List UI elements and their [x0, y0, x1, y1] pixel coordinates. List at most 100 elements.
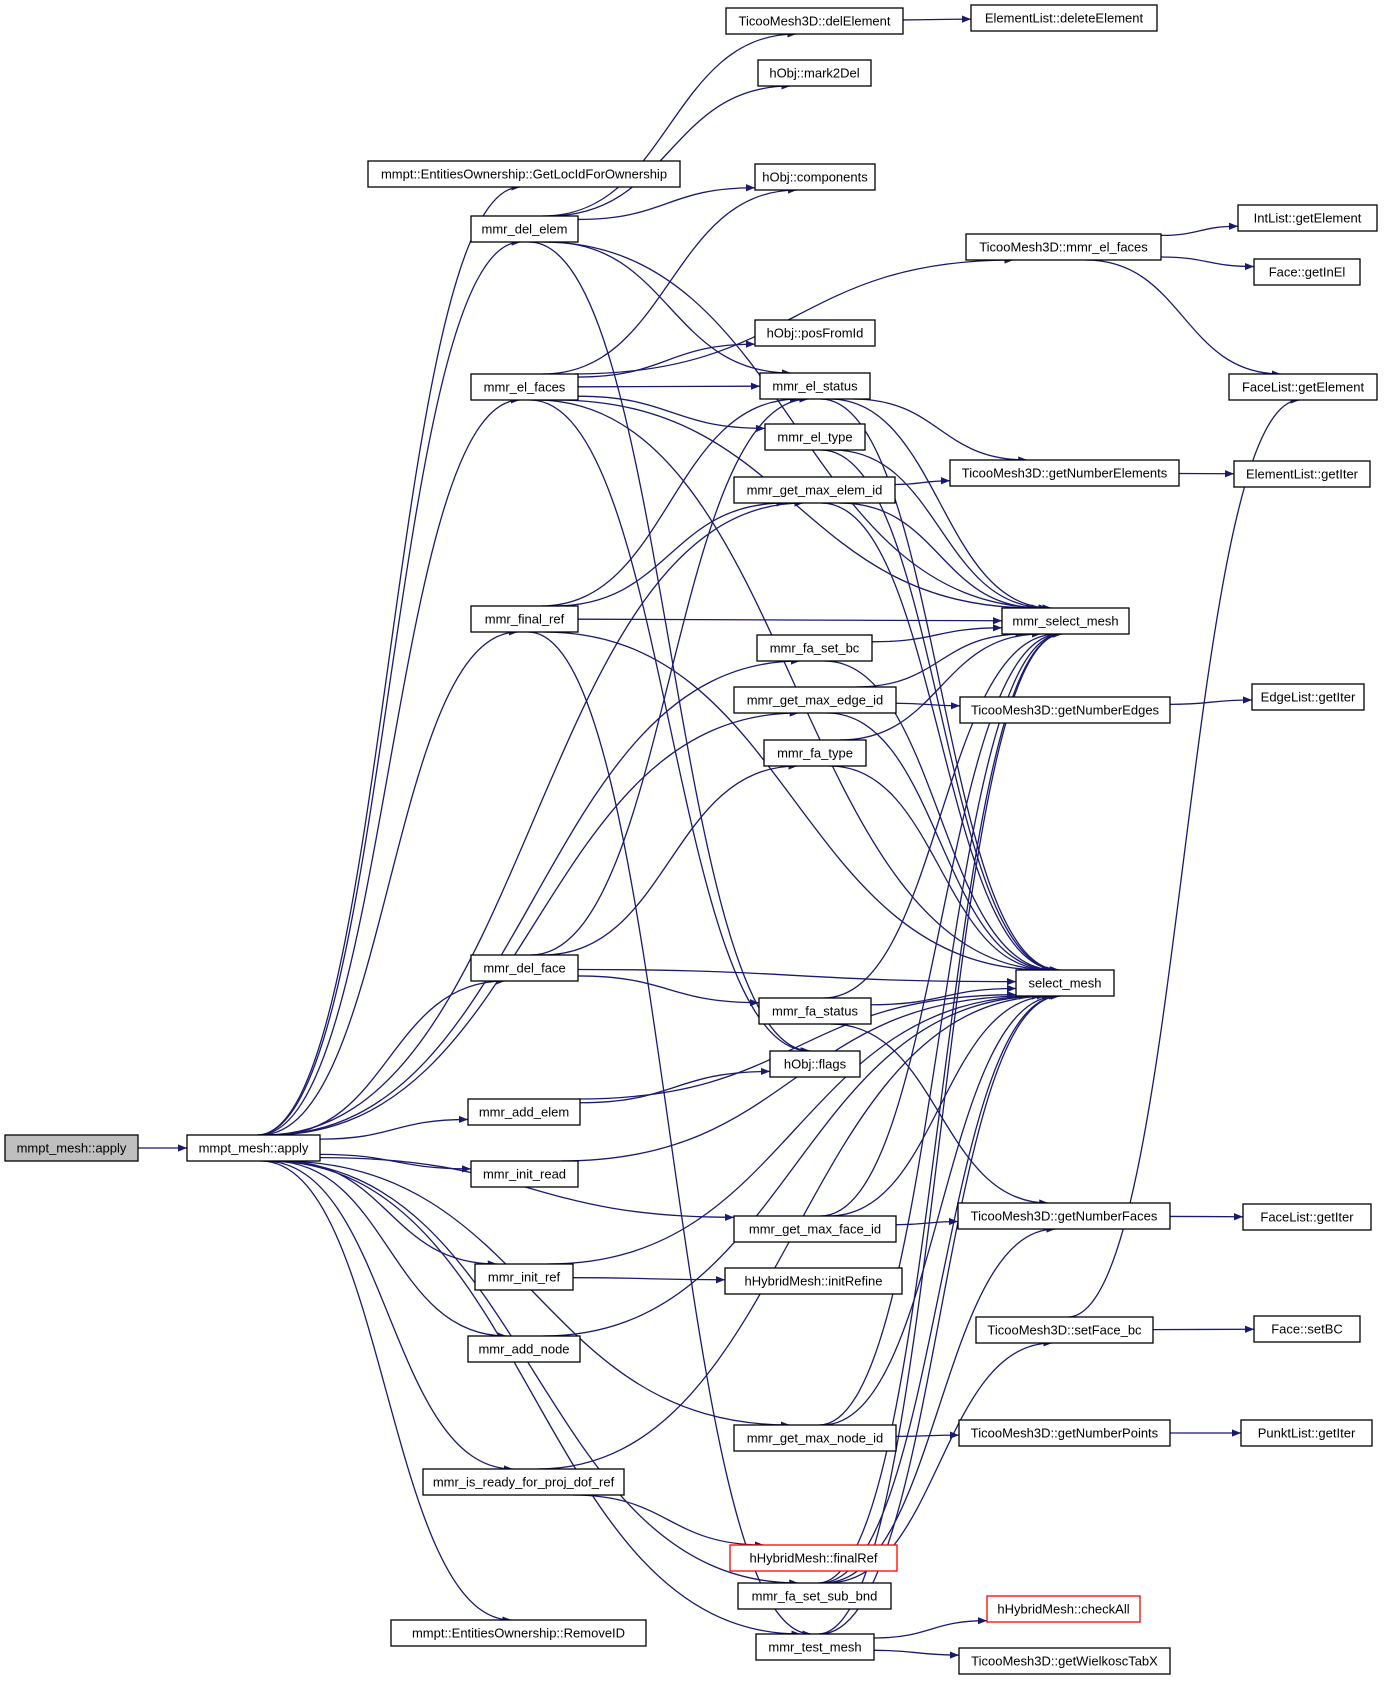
node-fasetsub[interactable]: mmr_fa_set_sub_bnd: [737, 1582, 892, 1610]
node-tsetfacebc[interactable]: TicooMesh3D::setFace_bc: [975, 1316, 1154, 1344]
node-selmesh-box: [1015, 969, 1115, 997]
node-tmmrelfaces-box: [965, 233, 1162, 261]
node-testmesh-label: mmr_test_mesh: [768, 1640, 861, 1655]
node-tgetnumfaces-label: TicooMesh3D::getNumberFaces: [971, 1209, 1158, 1224]
node-maxface-label: mmr_get_max_face_id: [749, 1222, 881, 1237]
node-initref-box: [474, 1263, 574, 1291]
node-eldelete[interactable]: ElementList::deleteElement: [970, 4, 1158, 32]
node-maxnode[interactable]: mmr_get_max_node_id: [733, 1424, 897, 1452]
node-tmmrelfaces-label: TicooMesh3D::mmr_el_faces: [979, 240, 1148, 255]
node-fasetsub-label: mmr_fa_set_sub_bnd: [752, 1589, 878, 1604]
node-fatype[interactable]: mmr_fa_type: [763, 739, 867, 767]
node-elstatus-label: mmr_el_status: [772, 379, 858, 394]
node-facesetbc[interactable]: Face::setBC: [1253, 1315, 1361, 1343]
node-tmmrelfaces[interactable]: TicooMesh3D::mmr_el_faces: [965, 233, 1162, 261]
node-maxface[interactable]: mmr_get_max_face_id: [733, 1215, 897, 1243]
edge-elfaces-to-elstatus: [577, 382, 761, 390]
node-isready[interactable]: mmr_is_ready_for_proj_dof_ref: [422, 1468, 625, 1496]
node-finalref[interactable]: mmr_final_ref: [470, 605, 579, 633]
node-tdelelement[interactable]: TicooMesh3D::delElement: [725, 7, 904, 35]
node-initread[interactable]: mmr_init_read: [470, 1160, 579, 1188]
node-selmesh[interactable]: select_mesh: [1015, 969, 1115, 997]
edge-apply-to-maxnode: [278, 1160, 790, 1429]
node-testmesh[interactable]: mmr_test_mesh: [755, 1633, 875, 1661]
node-removeid[interactable]: mmpt::EntitiesOwnership::RemoveID: [390, 1619, 647, 1647]
node-delelem-label: mmr_del_elem: [482, 222, 568, 237]
node-testmesh-box: [755, 1633, 875, 1661]
node-edgegetiter[interactable]: EdgeList::getIter: [1251, 683, 1365, 711]
node-intgetel-label: IntList::getElement: [1254, 211, 1362, 226]
node-intgetel[interactable]: IntList::getElement: [1237, 204, 1378, 232]
node-edgegetiter-label: EdgeList::getIter: [1261, 690, 1356, 705]
node-addnode[interactable]: mmr_add_node: [467, 1335, 581, 1363]
node-wielkosc[interactable]: TicooMesh3D::getWielkoscTabX: [958, 1647, 1171, 1675]
node-apply[interactable]: mmpt_mesh::apply: [186, 1134, 321, 1162]
node-fastatus[interactable]: mmr_fa_status: [758, 997, 872, 1025]
node-elfaces[interactable]: mmr_el_faces: [470, 373, 579, 401]
node-punktgetiter-label: PunktList::getIter: [1258, 1426, 1356, 1441]
node-checkall[interactable]: hHybridMesh::checkAll: [986, 1595, 1141, 1623]
edge-finalref-to-testmesh: [528, 631, 812, 1638]
node-facelistgetiter-box: [1242, 1203, 1372, 1231]
node-flags[interactable]: hObj::flags: [769, 1050, 861, 1078]
node-punktgetiter[interactable]: PunktList::getIter: [1240, 1419, 1373, 1447]
edge-apply-to-fasetsub: [269, 1160, 799, 1587]
node-selmmr-label: mmr_select_mesh: [1012, 614, 1118, 629]
node-maxelem-box: [733, 476, 896, 504]
edge-apply-to-addelem: [319, 1115, 469, 1140]
edge-elfaces-to-components: [542, 186, 798, 375]
node-facelistgetiter[interactable]: FaceList::getIter: [1242, 1203, 1372, 1231]
node-selmesh-label: select_mesh: [1029, 976, 1102, 991]
edge-apply-to-addnode: [270, 1160, 507, 1340]
node-root[interactable]: mmpt_mesh::apply: [4, 1134, 139, 1162]
edge-apply-to-delelem: [257, 238, 521, 1136]
node-apply-label: mmpt_mesh::apply: [199, 1141, 309, 1156]
edge-tsetfacebc-to-facelistgetel: [1067, 396, 1300, 1318]
node-facelistgetel[interactable]: FaceList::getElement: [1228, 373, 1378, 401]
node-elgetiter[interactable]: ElementList::getIter: [1233, 460, 1371, 488]
node-finalrefh[interactable]: hHybridMesh::finalRef: [729, 1544, 898, 1572]
edge-delelem-to-mark2del: [548, 82, 791, 217]
node-tgetnumfaces-box: [957, 1202, 1171, 1230]
node-facegetinel[interactable]: Face::getInEl: [1253, 258, 1361, 286]
node-apply-box: [186, 1134, 321, 1162]
node-facesetbc-label: Face::setBC: [1271, 1322, 1343, 1337]
node-addelem[interactable]: mmr_add_elem: [467, 1098, 581, 1126]
node-selmmr[interactable]: mmr_select_mesh: [1001, 607, 1130, 635]
node-delelem[interactable]: mmr_del_elem: [470, 215, 579, 243]
node-posfromid[interactable]: hObj::posFromId: [754, 319, 876, 347]
node-tgetnumelem[interactable]: TicooMesh3D::getNumberElements: [949, 459, 1180, 487]
edge-delelem-to-tdelelement: [542, 30, 797, 217]
node-maxedge[interactable]: mmr_get_max_edge_id: [733, 686, 897, 714]
graph-edges: [138, 15, 1300, 1659]
node-eltype[interactable]: mmr_el_type: [764, 423, 866, 451]
node-elstatus[interactable]: mmr_el_status: [759, 372, 871, 400]
edge-initref-to-initrefine: [572, 1276, 726, 1284]
node-elfaces-label: mmr_el_faces: [484, 380, 566, 395]
node-mark2del[interactable]: hObj::mark2Del: [757, 59, 872, 87]
node-eltype-label: mmr_el_type: [777, 430, 852, 445]
node-initrefine[interactable]: hHybridMesh::initRefine: [724, 1267, 903, 1295]
node-fasetbc[interactable]: mmr_fa_set_bc: [756, 634, 873, 662]
edge-fatype-to-selmmr: [839, 630, 1041, 741]
node-intgetel-box: [1237, 204, 1378, 232]
node-tgetnumedges-label: TicooMesh3D::getNumberEdges: [971, 703, 1160, 718]
node-initref[interactable]: mmr_init_ref: [474, 1263, 574, 1291]
node-facelistgetel-label: FaceList::getElement: [1242, 380, 1365, 395]
node-components[interactable]: hObj::components: [754, 163, 876, 191]
node-delface[interactable]: mmr_del_face: [470, 954, 579, 982]
node-initread-label: mmr_init_read: [483, 1167, 566, 1182]
edge-finalref-to-selmesh: [543, 631, 1046, 974]
node-getlocid[interactable]: mmpt::EntitiesOwnership::GetLocIdForOwne…: [367, 160, 681, 188]
edge-tdelelement-to-eldelete: [902, 15, 972, 23]
node-facelistgetel-box: [1228, 373, 1378, 401]
node-maxelem[interactable]: mmr_get_max_elem_id: [733, 476, 896, 504]
node-tgetnumfaces[interactable]: TicooMesh3D::getNumberFaces: [957, 1202, 1171, 1230]
edge-finalref-to-maxelem: [553, 499, 786, 607]
node-tgetnumedges[interactable]: TicooMesh3D::getNumberEdges: [959, 696, 1171, 724]
node-maxedge-label: mmr_get_max_edge_id: [747, 693, 884, 708]
edge-testmesh-to-checkall: [873, 1617, 988, 1639]
node-addnode-box: [467, 1335, 581, 1363]
node-finalref-label: mmr_final_ref: [485, 612, 565, 627]
node-tgetnumpoints[interactable]: TicooMesh3D::getNumberPoints: [958, 1419, 1171, 1447]
